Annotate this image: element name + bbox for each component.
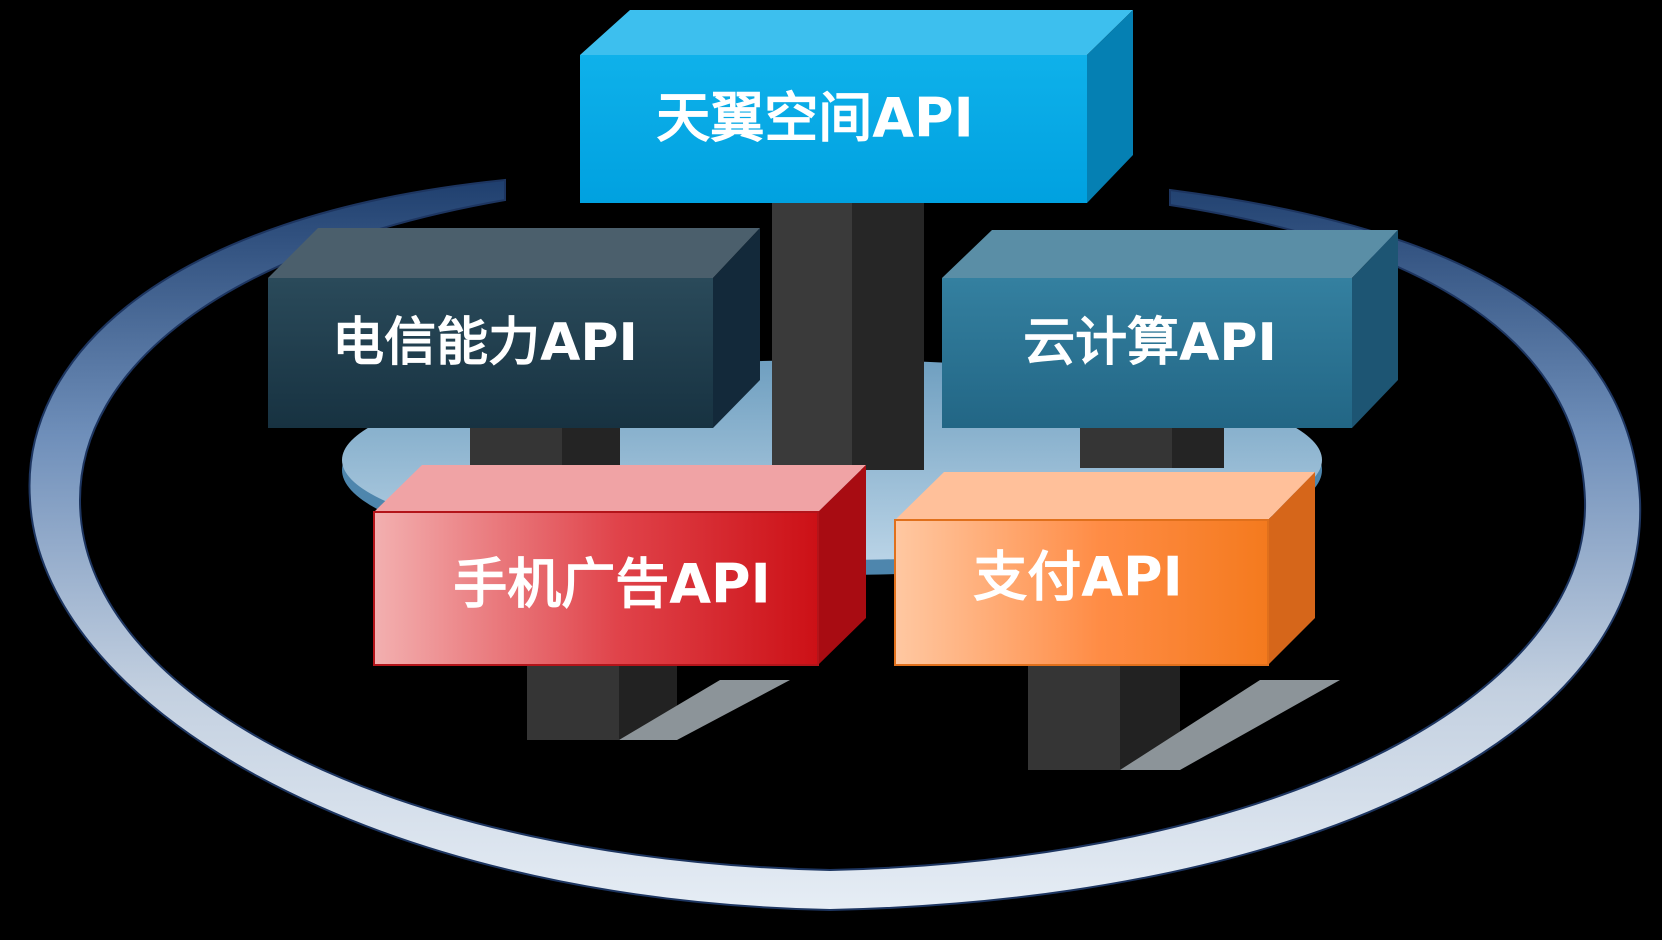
box-cloud-api: 云计算API bbox=[942, 230, 1398, 428]
pillar-center bbox=[772, 200, 852, 470]
box-payment-api: 支付API bbox=[894, 472, 1315, 666]
box-payment-label: 支付API bbox=[973, 546, 1182, 609]
box-payment-side bbox=[1268, 472, 1315, 665]
box-telecom-front bbox=[268, 278, 713, 428]
box-ads-side bbox=[818, 465, 866, 665]
box-cloud-label: 云计算API bbox=[1023, 313, 1277, 373]
box-tianyi-top bbox=[580, 10, 1133, 55]
pillar-right-back bbox=[1080, 428, 1172, 468]
box-ads-front bbox=[373, 511, 819, 666]
pillar-left-back-side bbox=[562, 425, 620, 465]
box-telecom-top bbox=[268, 228, 760, 278]
pillar-left-front-shadow bbox=[619, 680, 790, 740]
box-tianyi-space-api: 天翼空间API bbox=[580, 10, 1133, 203]
box-telecom-api: 电信能力API bbox=[268, 228, 760, 428]
box-cloud-front bbox=[942, 278, 1352, 428]
pillar-left-back bbox=[470, 425, 562, 465]
box-payment-top bbox=[895, 472, 1315, 520]
box-payment-front bbox=[894, 519, 1269, 666]
box-tianyi-side bbox=[1087, 10, 1133, 203]
orbit-ring bbox=[28, 178, 1642, 912]
pillar-left-front bbox=[527, 665, 619, 740]
box-cloud-top bbox=[942, 230, 1398, 278]
pillar-right-front-shadow bbox=[1120, 680, 1340, 770]
box-telecom-side bbox=[713, 228, 760, 428]
pillar-right-front bbox=[1028, 665, 1120, 770]
box-telecom-label: 电信能力API bbox=[332, 313, 638, 373]
box-ads-label: 手机广告API bbox=[453, 553, 770, 616]
box-tianyi-front bbox=[580, 55, 1087, 203]
support-pillars bbox=[470, 200, 1340, 770]
box-mobile-ads-api: 手机广告API bbox=[373, 465, 866, 666]
pillar-center-side bbox=[852, 200, 924, 470]
pillar-right-back-side bbox=[1172, 428, 1224, 468]
box-tianyi-label: 天翼空间API bbox=[656, 87, 973, 150]
box-ads-top bbox=[374, 465, 866, 512]
box-cloud-side bbox=[1352, 230, 1398, 428]
